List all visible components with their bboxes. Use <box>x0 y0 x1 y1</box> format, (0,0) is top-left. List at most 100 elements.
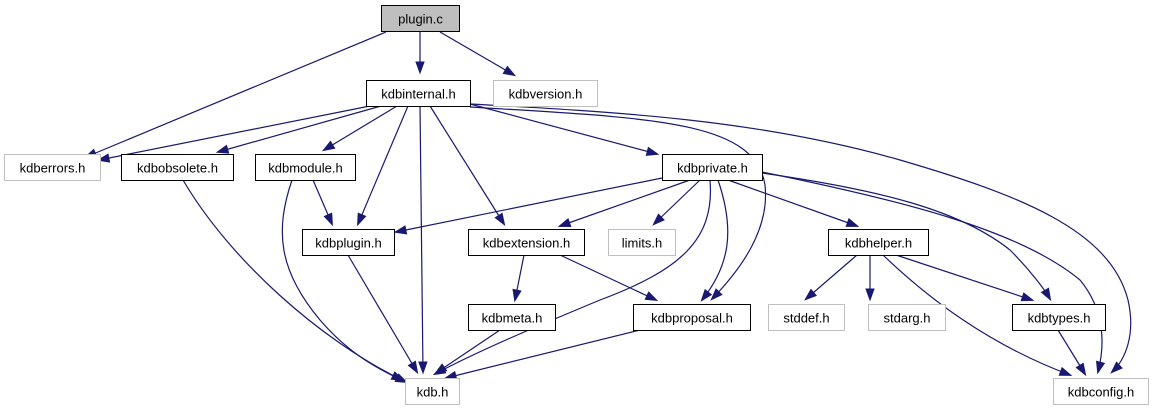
edge-line <box>217 105 382 153</box>
edge-line <box>727 179 858 227</box>
arrowhead-icon <box>804 288 818 301</box>
node-kdbmodule-h[interactable]: kdbmodule.h <box>255 154 356 181</box>
arrowhead-icon <box>1020 292 1035 302</box>
node-kdberrors-h: kdberrors.h <box>4 154 101 181</box>
node-box <box>381 5 460 32</box>
edge-line <box>85 31 387 158</box>
edge-line <box>445 329 641 379</box>
node-kdbmeta-h[interactable]: kdbmeta.h <box>468 304 556 331</box>
node-box <box>828 229 929 256</box>
edge-line <box>182 179 403 381</box>
node-label: kdbmeta.h <box>482 311 543 326</box>
node-label: limits.h <box>622 236 662 251</box>
arrowhead-icon <box>394 373 409 384</box>
edge-kdbinternal-h-to-kdbobsolete-h <box>215 105 382 154</box>
node-kdbplugin-h[interactable]: kdbplugin.h <box>302 229 395 256</box>
node-label: kdbhelper.h <box>845 236 912 251</box>
edge-line <box>469 103 1132 373</box>
arrowhead-icon <box>644 291 659 302</box>
edge-line <box>469 106 767 300</box>
node-stddef-h: stddef.h <box>768 304 845 331</box>
edge-kdbprivate-h-to-kdbextension-h <box>557 179 691 227</box>
edge-kdbinternal-h-to-kdberrors-h <box>96 105 371 163</box>
node-box <box>468 229 585 256</box>
node-kdb-h: kdb.h <box>405 378 460 405</box>
arrowhead-icon <box>512 288 522 303</box>
edge-line <box>281 179 407 383</box>
edge-line <box>559 254 657 301</box>
node-kdbobsolete-h[interactable]: kdbobsolete.h <box>121 154 234 181</box>
edge-line <box>323 105 398 151</box>
node-box <box>255 154 356 181</box>
arrowhead-icon <box>710 288 723 301</box>
edge-kdbobsolete-h-to-kdb-h <box>182 179 405 382</box>
node-label: stdarg.h <box>884 311 931 326</box>
edge-line <box>395 177 663 233</box>
edge-kdbplugin-h-to-kdb-h <box>347 254 419 375</box>
arrowhead-icon <box>645 146 660 156</box>
edge-line <box>439 31 515 76</box>
node-box <box>662 154 763 181</box>
edge-kdbprivate-h-to-kdbhelper-h <box>727 179 860 227</box>
node-box <box>493 80 598 107</box>
node-kdbtypes-h[interactable]: kdbtypes.h <box>1012 304 1106 331</box>
edge-line <box>469 103 658 155</box>
edge-kdbtypes-h-to-kdbconfig-h <box>1057 329 1087 377</box>
edge-plugin-c-to-kdbversion-h <box>439 31 517 77</box>
node-label: kdberrors.h <box>20 161 86 176</box>
node-limits-h: limits.h <box>608 229 676 256</box>
arrowhead-icon <box>407 360 419 375</box>
node-box <box>468 304 556 331</box>
edge-line <box>761 171 1103 373</box>
edge-plugin-c-to-kdbinternal-h <box>415 32 425 75</box>
edge-line <box>419 105 424 373</box>
node-label: kdbextension.h <box>483 236 570 251</box>
node-stdarg-h: stdarg.h <box>868 304 946 331</box>
edge-kdbhelper-h-to-stdarg-h <box>865 255 875 302</box>
edge-kdbinternal-h-to-kdb-h <box>418 105 428 375</box>
node-kdbproposal-h[interactable]: kdbproposal.h <box>633 304 751 331</box>
arrowhead-icon <box>865 288 875 302</box>
arrowhead-icon <box>393 225 408 235</box>
edge-line <box>653 179 701 225</box>
edge-kdbinternal-h-to-kdbprivate-h <box>469 103 660 156</box>
edge-kdbprivate-h-to-limits-h <box>652 179 701 226</box>
edge-kdbinternal-h-to-kdbproposal-h <box>469 106 767 301</box>
node-kdbinternal-h[interactable]: kdbinternal.h <box>366 80 471 107</box>
node-label: kdbtypes.h <box>1028 311 1091 326</box>
node-kdbextension-h[interactable]: kdbextension.h <box>468 229 585 256</box>
arrowhead-icon <box>433 363 448 375</box>
node-box <box>302 229 395 256</box>
node-box <box>1012 304 1106 331</box>
edge-line <box>434 179 712 375</box>
arrowhead-icon <box>1075 362 1087 377</box>
edge-line <box>701 179 729 301</box>
node-box <box>121 154 234 181</box>
arrowhead-icon <box>652 213 665 226</box>
node-label: kdbplugin.h <box>315 236 382 251</box>
arrowhead-icon <box>357 212 367 227</box>
node-box <box>405 378 460 405</box>
arrowhead-icon <box>845 218 860 227</box>
node-box <box>633 304 751 331</box>
arrowhead-icon <box>1058 366 1073 376</box>
arrowhead-icon <box>700 288 713 302</box>
node-label: kdbconfig.h <box>1068 385 1135 400</box>
node-kdbhelper-h[interactable]: kdbhelper.h <box>828 229 929 256</box>
edge-kdbinternal-h-to-kdbmodule-h <box>321 105 398 152</box>
arrowhead-icon <box>215 144 230 154</box>
arrowhead-icon <box>418 361 428 375</box>
arrowhead-icon <box>502 65 517 77</box>
arrowhead-icon <box>557 218 572 227</box>
edge-kdbmeta-h-to-kdb-h <box>433 329 501 375</box>
edge-kdbprivate-h-to-kdbconfig-h <box>761 171 1106 375</box>
edge-line <box>429 105 505 225</box>
node-label: plugin.c <box>398 12 443 27</box>
node-box <box>608 229 676 256</box>
node-box <box>868 304 946 331</box>
arrowhead-icon <box>323 212 333 227</box>
node-kdbprivate-h[interactable]: kdbprivate.h <box>662 154 763 181</box>
arrowhead-icon <box>1040 287 1052 302</box>
edge-kdbhelper-h-to-kdbconfig-h <box>882 254 1073 376</box>
